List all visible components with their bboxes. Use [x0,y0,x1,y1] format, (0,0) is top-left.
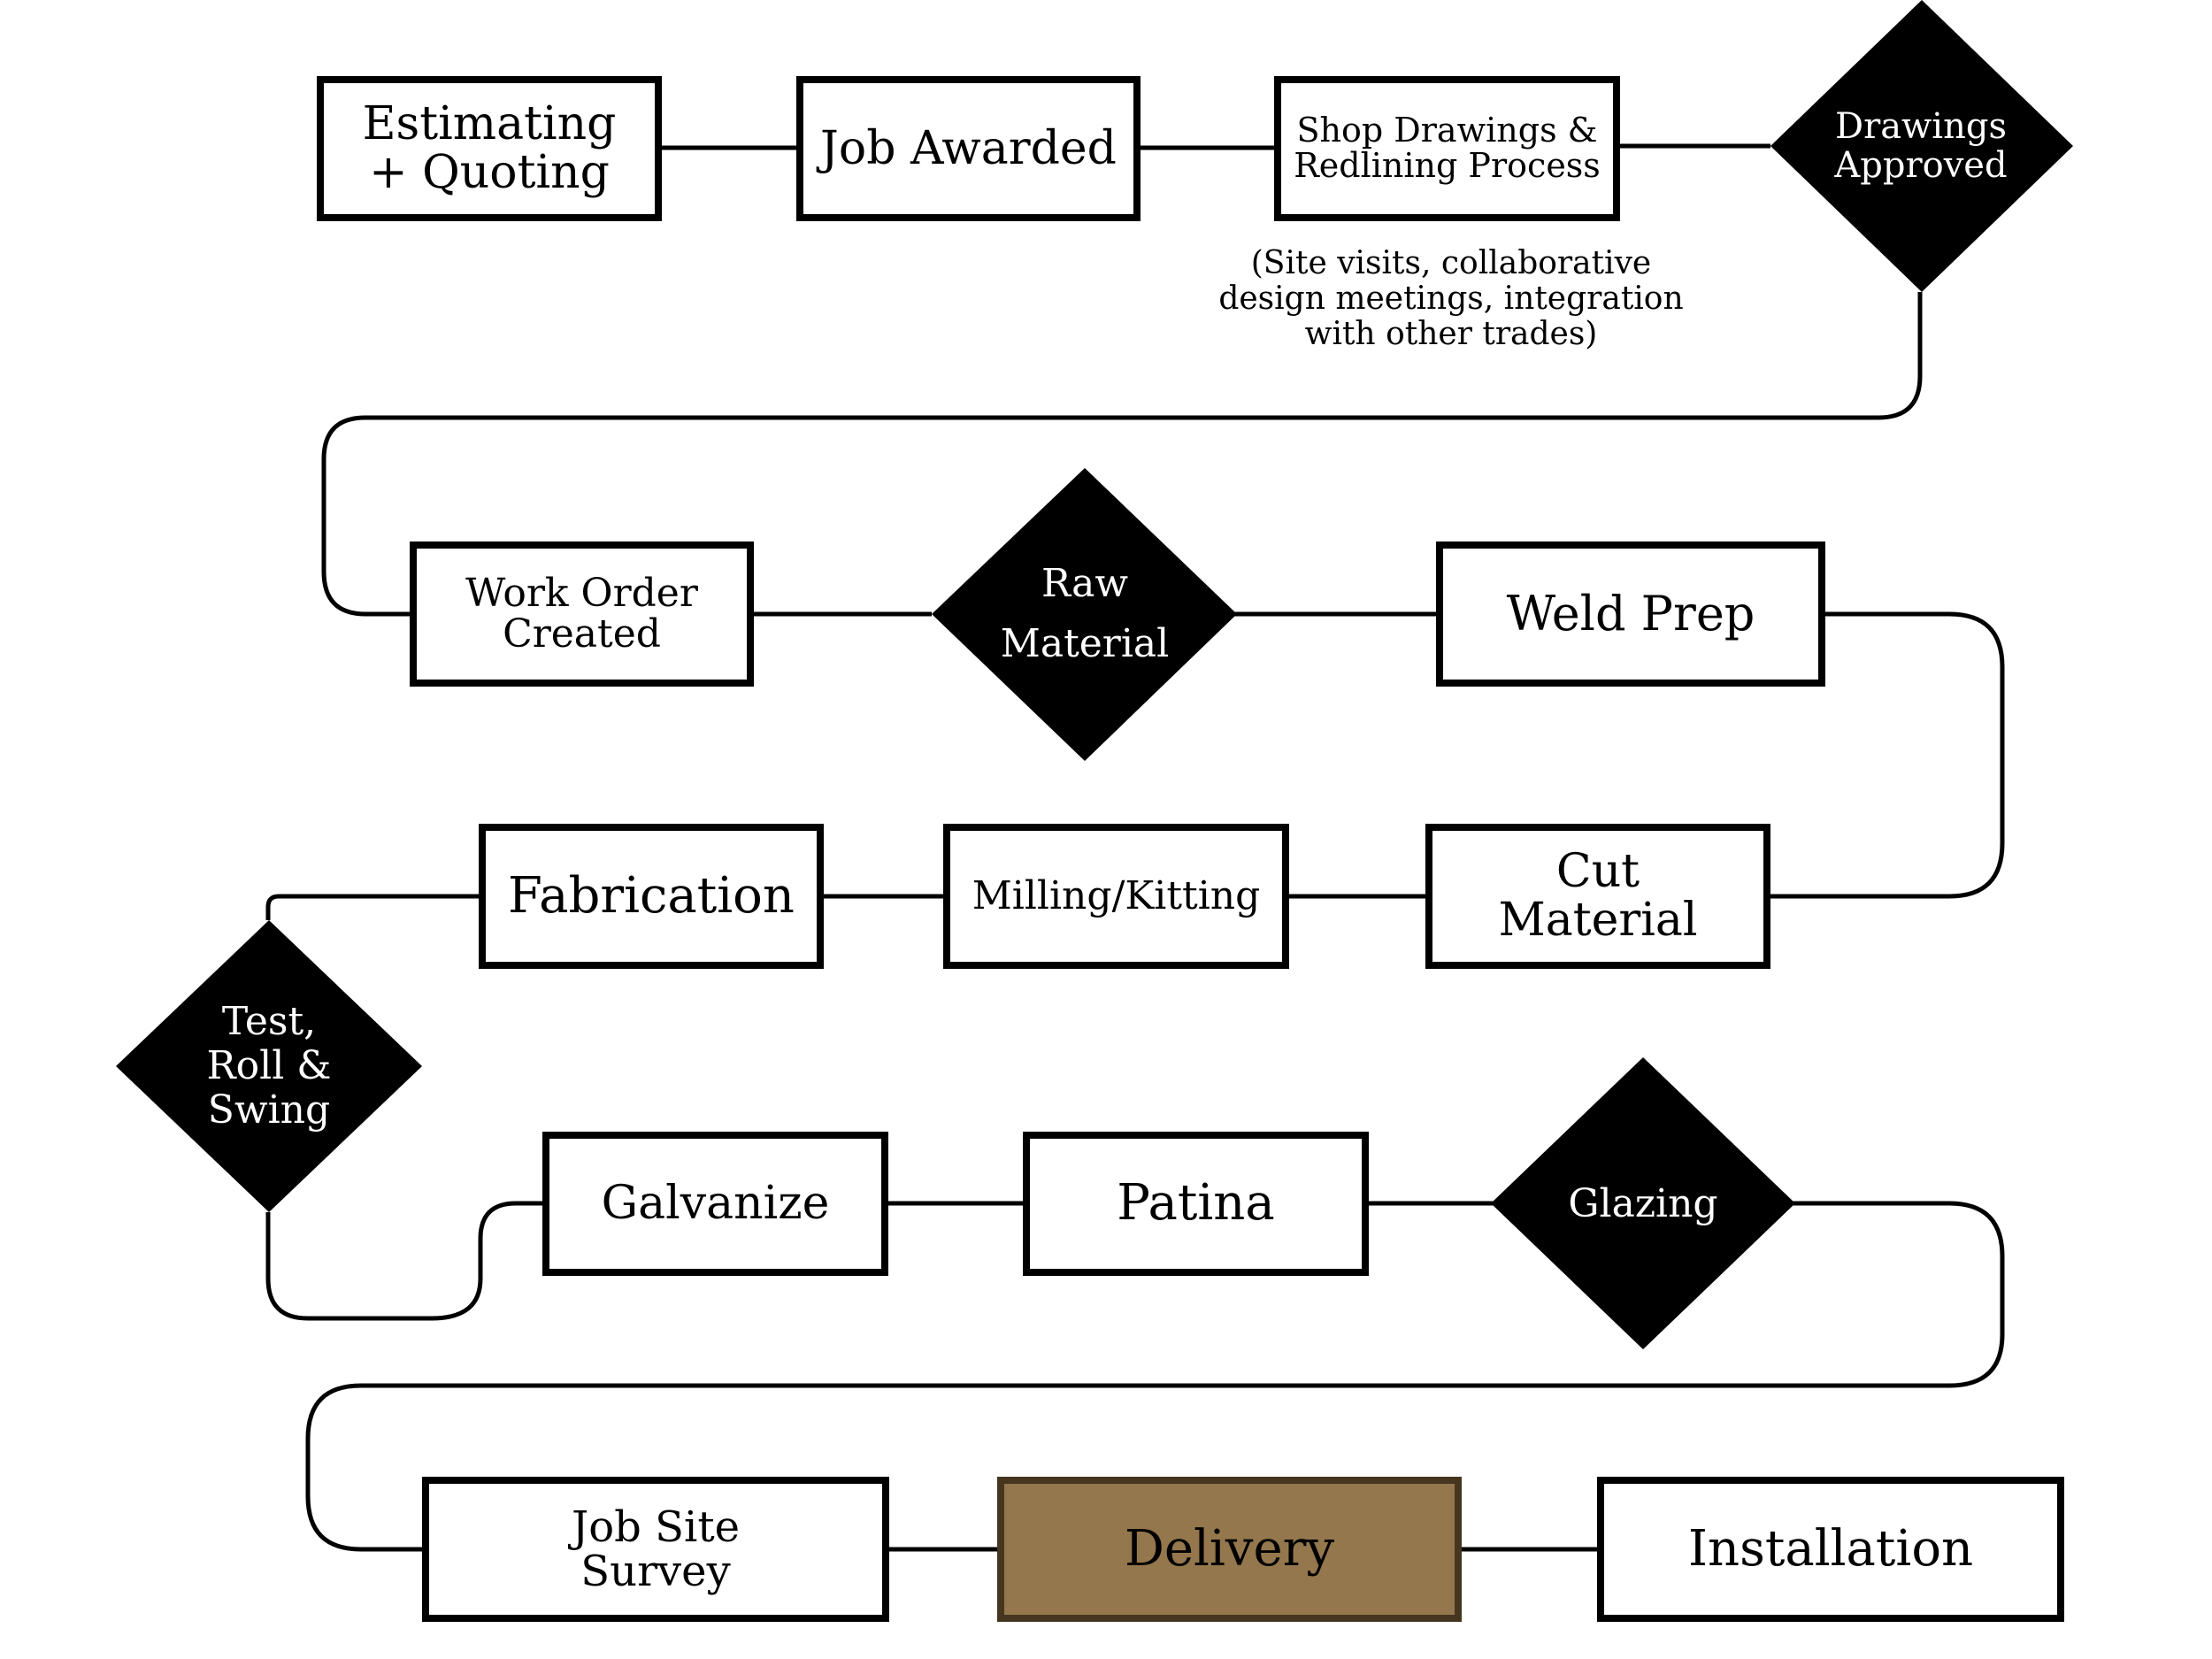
step-label: Estimating [362,97,617,151]
diamond-raw-material [932,468,1237,761]
step-job-site-survey: Job Site Survey [422,1477,889,1622]
step-label: Shop Drawings & [1296,111,1598,150]
step-label: Patina [1117,1174,1275,1233]
shop-drawings-note: (Site visits, collaborative design meeti… [1186,246,1717,352]
step-galvanize: Galvanize [542,1132,888,1276]
step-label: Job Awarded [820,121,1117,175]
note-line: (Site visits, collaborative [1250,245,1652,281]
diamond-drawings-approved [1770,0,2073,292]
step-label: Roll & [206,1043,332,1088]
connector-weld-prep-cut-material [1767,611,2005,899]
step-label: Approved [1834,145,2008,186]
step-label: Installation [1687,1519,1974,1578]
step-cut-material: Cut Material [1425,824,1770,969]
raw-material-label: Raw Material [970,550,1200,678]
step-shop-drawings: Shop Drawings & Redlining Process [1274,76,1620,221]
step-label: Redlining Process [1294,146,1601,185]
step-label: Fabrication [508,866,795,925]
step-patina: Patina [1023,1132,1369,1276]
step-label: Galvanize [601,1177,830,1231]
step-label: + Quoting [369,146,610,199]
note-line: design meetings, integration [1218,280,1684,317]
step-label: Weld Prep [1506,585,1755,641]
connector-approved-work-order [321,292,1923,617]
connector-glazing-job-site [305,1201,2005,1552]
test-roll-swing-label: Test, Roll & Swing [167,995,371,1137]
step-label: Job Site [571,1502,741,1552]
step-label: Created [503,611,661,657]
step-label: Milling/Kitting [972,872,1261,918]
glazing-label: Glazing [1528,1168,1758,1239]
step-label: Survey [580,1547,731,1596]
step-label: Work Order [465,570,698,616]
step-label: Test, [221,999,317,1044]
step-delivery: Delivery [997,1477,1462,1622]
diamond-test-roll-swing [116,920,422,1212]
connector-fabrication-test [265,894,482,920]
step-weld-prep: Weld Prep [1436,541,1825,687]
diamond-glazing [1491,1057,1795,1349]
step-work-order: Work Order Created [410,541,754,687]
step-installation: Installation [1597,1477,2064,1622]
step-job-awarded: Job Awarded [796,76,1141,221]
step-estimating: Estimating + Quoting [317,76,662,221]
step-milling-kitting: Milling/Kitting [943,824,1289,969]
step-label: Material [1000,621,1170,666]
step-label: Delivery [1124,1519,1335,1578]
step-label: Cut [1555,845,1640,899]
connector-test-galvanize [265,1201,546,1321]
step-label: Material [1498,894,1698,947]
step-label: Glazing [1568,1180,1718,1226]
note-line: with other trades) [1304,316,1598,352]
step-fabrication: Fabrication [479,824,824,969]
step-label: Swing [207,1087,331,1133]
step-label: Raw [1041,561,1129,606]
step-label: Drawings [1835,106,2007,147]
drawings-approved-label: Drawings Approved [1797,93,2045,199]
